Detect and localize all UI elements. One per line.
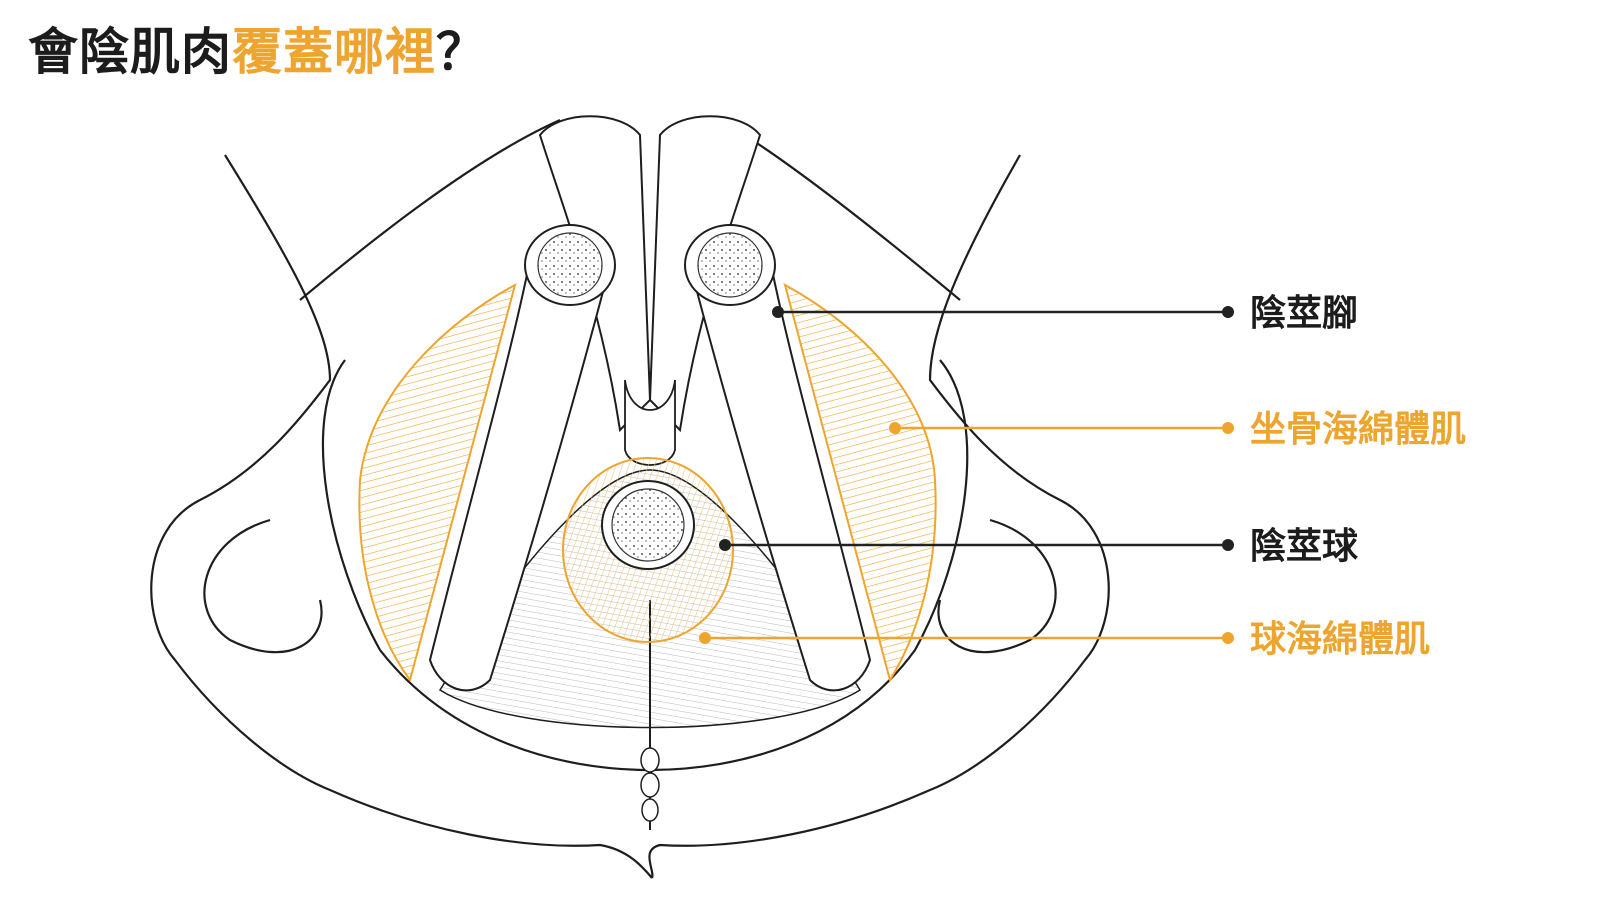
label-crus: 陰莖腳 [1250, 293, 1359, 334]
leader-line-crus [772, 306, 1234, 318]
right-ischiocavernosus-muscle [783, 283, 937, 683]
label-ischiocavernosus: 坐骨海綿體肌 [1250, 409, 1467, 450]
label-bulbospongiosus: 球海綿體肌 [1250, 619, 1431, 660]
title-accent-part: 覆蓋哪裡 [232, 23, 436, 81]
penile-bulb-core [611, 488, 685, 562]
label-bulb: 陰莖球 [1250, 526, 1359, 567]
leader-line-ischiocavernosus [889, 422, 1234, 434]
left-crus [428, 258, 612, 692]
leader-line-bulb [719, 539, 1234, 551]
title-dark-part: 會陰肌肉 [28, 23, 232, 81]
right-crus-core [697, 232, 763, 298]
raphe-beads [640, 747, 660, 822]
left-ischiocavernosus-muscle [358, 283, 517, 683]
page-title: 會陰肌肉覆蓋哪裡？ [28, 22, 487, 82]
left-crus-core [537, 232, 603, 298]
right-crus [688, 258, 872, 692]
title-question-mark: ？ [436, 23, 487, 81]
leader-line-bulbospongiosus [699, 632, 1234, 644]
